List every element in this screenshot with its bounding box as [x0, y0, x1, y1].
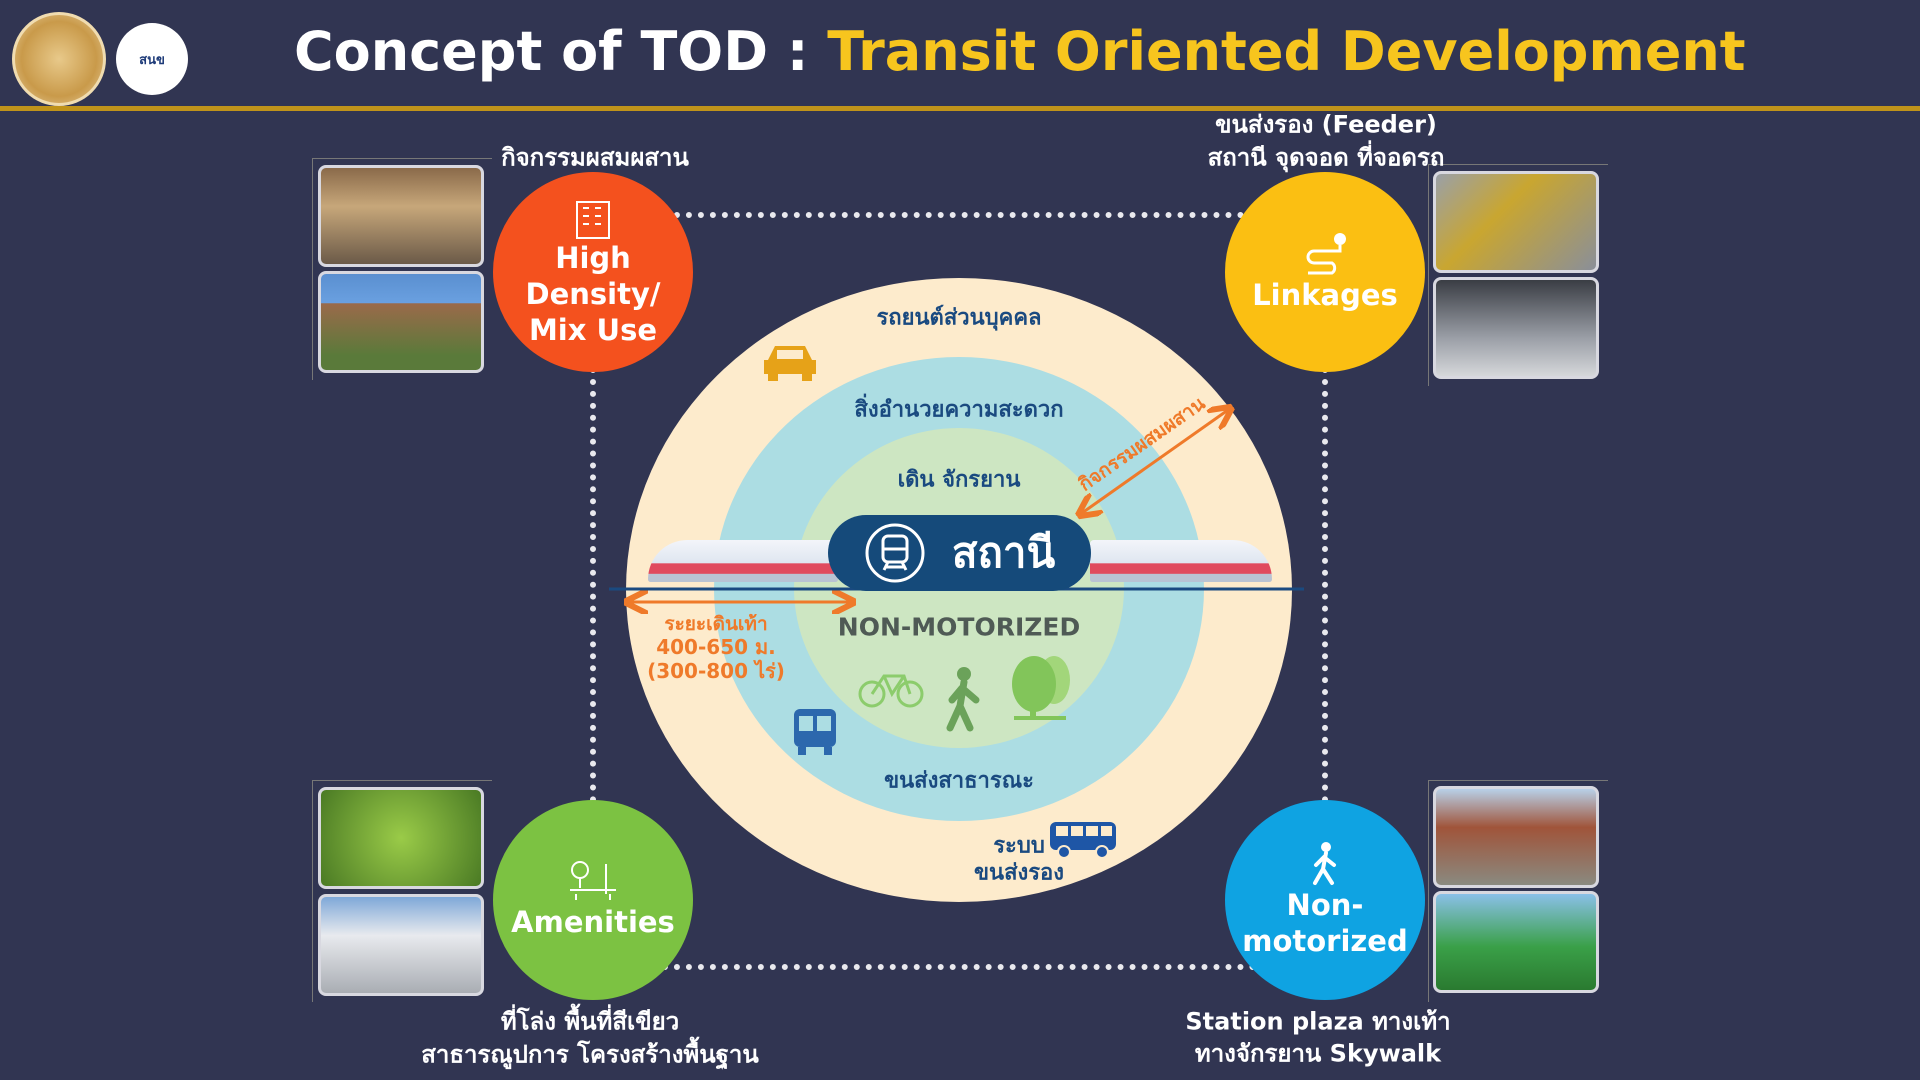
walking-icon: [1313, 842, 1336, 885]
bus-side-icon: [1050, 822, 1116, 859]
linkages-circle: Linkages: [1225, 172, 1425, 372]
dotted-connector-frame: [590, 212, 1328, 970]
title-yellow: Transit Oriented Development: [827, 20, 1746, 83]
otp-logo: สนข: [116, 23, 188, 95]
linkages-caption-2: สถานี จุดจอด ที่จอดรถ: [1207, 143, 1445, 172]
mixed-use-arrow: [1082, 410, 1228, 513]
parking-photo: [1433, 277, 1599, 379]
walk-area-value: (300-800 ไร่): [647, 659, 785, 683]
mall-photo: [318, 165, 484, 267]
title-white: Concept of TOD :: [294, 20, 828, 83]
photo-frame-top-right: [1428, 164, 1608, 386]
apartment-photo: [318, 271, 484, 373]
photo-frame-bottom-left: [312, 780, 492, 1002]
trees-icon: [1012, 656, 1070, 720]
high-density-caption: กิจกรรมผสมผสาน: [501, 143, 689, 172]
linkages-caption-1: ขนส่งรอง (Feeder): [1215, 110, 1437, 139]
bus-station-photo: [1433, 171, 1599, 273]
non-motorized-line1: Non-: [1286, 888, 1364, 922]
cycling-street-photo: [1433, 786, 1599, 888]
car-icon: [764, 346, 816, 381]
high-density-mix-use-circle: High Density/ Mix Use: [493, 172, 693, 372]
park-bench-icon: [570, 861, 616, 900]
public-transport-label: ขนส่งสาธารณะ: [884, 768, 1034, 794]
walk-bike-label: เดิน จักรยาน: [897, 467, 1021, 493]
walk-distance-value: 400-650 ม.: [656, 635, 776, 659]
route-pin-icon: [1306, 233, 1346, 275]
high-density-line3: Mix Use: [528, 313, 658, 347]
pedestrian-icon: [946, 667, 980, 732]
high-density-line1: High: [555, 241, 631, 275]
walk-distance-label: ระยะเดินเท้า: [664, 613, 768, 635]
train-icon: [865, 523, 925, 583]
park-aerial-photo: [318, 787, 484, 889]
feeder-label-2: ขนส่งรอง: [973, 860, 1065, 886]
page-title: Concept of TOD : Transit Oriented Develo…: [294, 20, 1746, 83]
station-badge: สถานี: [828, 515, 1091, 591]
linkages-label: Linkages: [1252, 278, 1398, 312]
high-density-line2: Density/: [525, 277, 661, 311]
public-building-photo: [318, 894, 484, 996]
skywalk-photo: [1433, 891, 1599, 993]
government-seal-logo: [12, 12, 106, 106]
amenities-circle: Amenities: [493, 800, 693, 1000]
non-motorized-caption-2: ทางจักรยาน Skywalk: [1194, 1039, 1442, 1068]
private-car-label: รถยนต์ส่วนบุคคล: [876, 305, 1042, 331]
photo-frame-top-left: [312, 158, 492, 380]
non-motorized-circle: Non- motorized: [1225, 800, 1425, 1000]
logo-text: สนข: [139, 52, 165, 68]
facilities-label: สิ่งอำนวยความสะดวก: [854, 397, 1064, 423]
non-motorized-line2: motorized: [1242, 924, 1408, 958]
station-label: สถานี: [951, 528, 1056, 577]
train-right: [1090, 540, 1272, 582]
header-divider: [0, 106, 1920, 111]
train-left: [648, 540, 838, 582]
bus-front-icon: [794, 709, 836, 755]
amenities-label: Amenities: [511, 905, 675, 939]
non-motorized-caption-1: Station plaza ทางเท้า: [1185, 1007, 1451, 1036]
amenities-caption-2: สาธารณูปการ โครงสร้างพื้นฐาน: [421, 1040, 759, 1069]
non-motorized-label: NON-MOTORIZED: [837, 612, 1081, 642]
bicycle-icon: [858, 674, 924, 708]
photo-frame-bottom-right: [1428, 780, 1608, 1002]
amenities-caption-1: ที่โล่ง พื้นที่สีเขียว: [500, 1007, 680, 1036]
building-icon: [576, 201, 610, 239]
feeder-label-1: ระบบ: [993, 833, 1045, 859]
